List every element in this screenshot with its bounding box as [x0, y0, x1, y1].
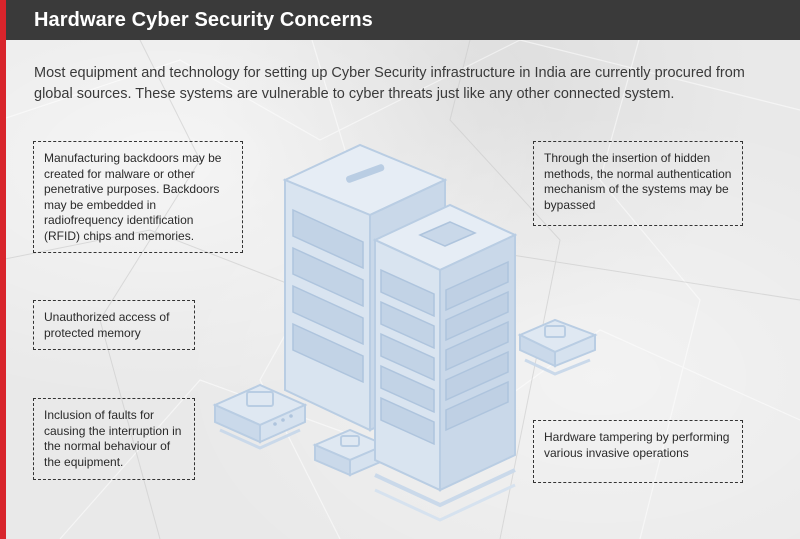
intro-paragraph: Most equipment and technology for settin… — [34, 65, 745, 102]
concern-fault-inclusion: Inclusion of faults for causing the inte… — [33, 398, 195, 480]
concern-tampering: Hardware tampering by performing various… — [533, 420, 743, 483]
concern-text: Hardware tampering by performing various… — [544, 430, 730, 460]
page-title: Hardware Cyber Security Concerns — [34, 8, 373, 31]
concern-backdoors: Manufacturing backdoors may be created f… — [33, 141, 243, 253]
page-header: Hardware Cyber Security Concerns — [6, 0, 800, 40]
server-rack-short-icon — [372, 203, 518, 522]
network-device-icon — [517, 318, 598, 376]
accent-bar — [0, 0, 6, 539]
server-illustration — [212, 143, 598, 522]
network-device-icon — [212, 383, 308, 450]
concern-text: Manufacturing backdoors may be created f… — [44, 151, 222, 243]
network-device-icon — [312, 428, 388, 477]
concern-text: Through the insertion of hidden methods,… — [544, 151, 732, 212]
concern-auth-bypass: Through the insertion of hidden methods,… — [533, 141, 743, 226]
concern-memory-access: Unauthorized access of protected memory — [33, 300, 195, 350]
concern-text: Inclusion of faults for causing the inte… — [44, 408, 182, 469]
concern-text: Unauthorized access of protected memory — [44, 310, 170, 340]
